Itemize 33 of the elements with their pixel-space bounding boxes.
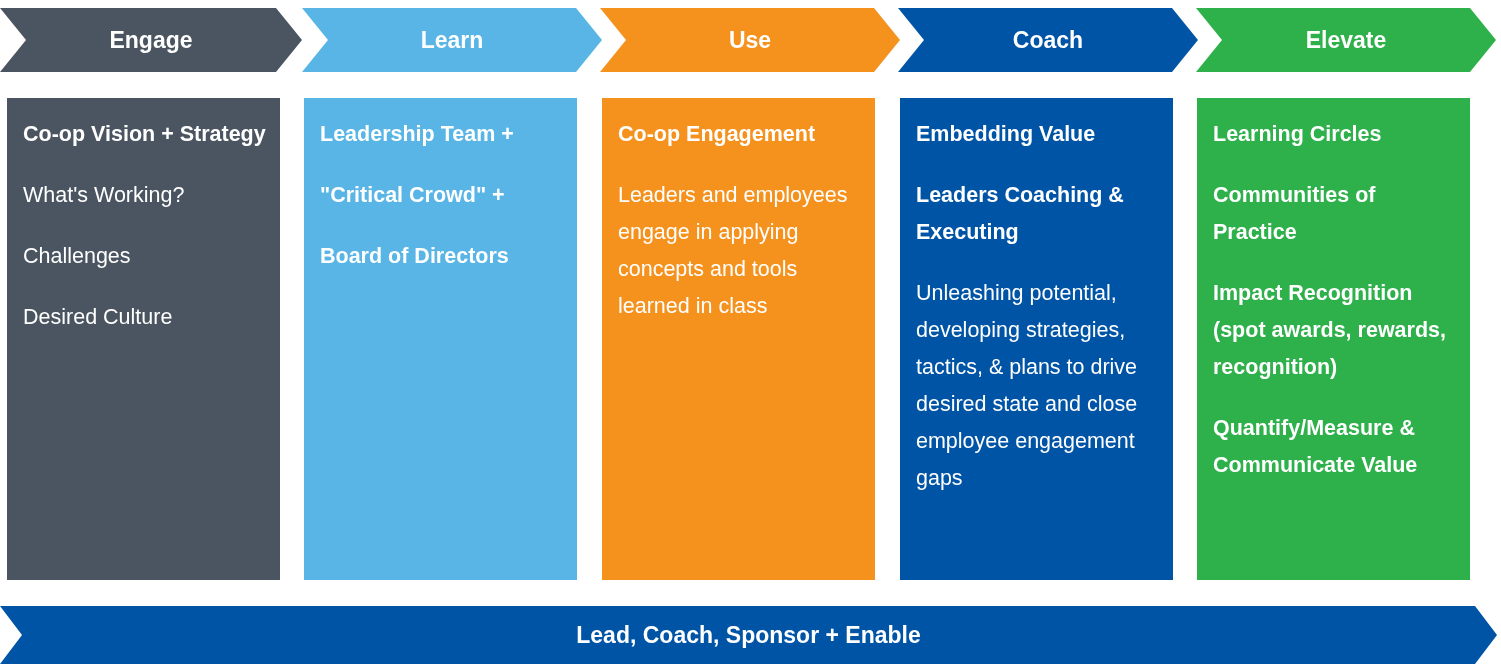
stage-label: Use <box>727 26 773 54</box>
footer-band <box>0 606 1497 664</box>
heading: Co-op Vision + Strategy <box>23 121 266 148</box>
heading: Leaders Coaching & Executing <box>916 182 1125 246</box>
stage-label: Elevate <box>1304 26 1388 54</box>
stage-label: Engage <box>108 26 194 54</box>
heading: Quantify/Measure & Communicate Value <box>1213 415 1419 479</box>
description: Leaders and employees engage in applying concepts and tools learned in class <box>618 182 849 320</box>
stage-label: Learn <box>419 26 485 54</box>
heading: Leadership Team + <box>320 121 515 148</box>
stage-header <box>600 8 900 72</box>
heading: "Critical Crowd" + <box>320 182 506 209</box>
column-panel <box>1197 98 1470 580</box>
stage-header <box>898 8 1198 72</box>
heading: Embedding Value <box>916 121 1097 148</box>
heading: Communities of Practice <box>1213 182 1377 246</box>
column-panel <box>602 98 875 580</box>
description: Challenges <box>23 243 132 270</box>
description: What's Working? <box>23 182 186 209</box>
heading: Impact Recognition (spot awards, rewards, recognition) <box>1213 280 1447 381</box>
column-panel <box>304 98 577 580</box>
description: Desired Culture <box>23 304 174 331</box>
stage-header <box>0 8 302 72</box>
column-panel <box>7 98 280 580</box>
stage-header <box>302 8 602 72</box>
stage-label: Coach <box>1011 26 1085 54</box>
stage-header <box>1196 8 1496 72</box>
heading: Board of Directors <box>320 243 510 270</box>
heading: Co-op Engagement <box>618 121 817 148</box>
heading: Learning Circles <box>1213 121 1383 148</box>
description: Unleashing potential, developing strategies, tactics, & plans to drive desired state and close employee engagement gaps <box>916 280 1139 492</box>
banner-label: Lead, Coach, Sponsor + Enable <box>575 621 922 649</box>
column-panel <box>900 98 1173 580</box>
